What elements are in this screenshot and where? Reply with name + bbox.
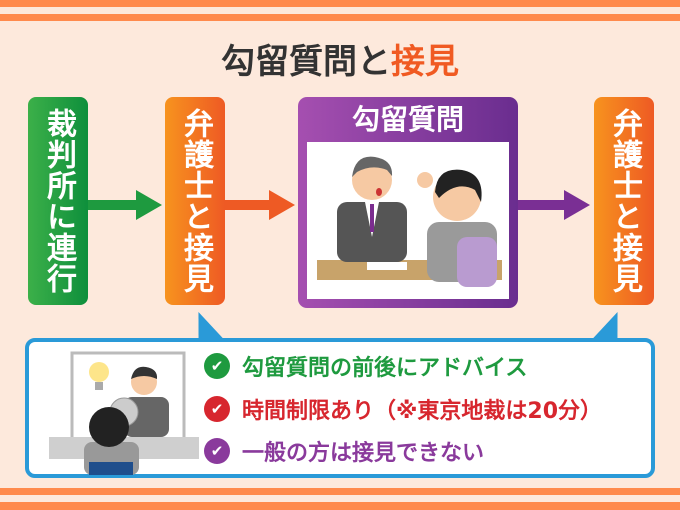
note-item-advice: ✔ 勾留質問の前後にアドバイス xyxy=(204,350,527,382)
detention-hearing-panel: 勾留質問 xyxy=(298,97,518,308)
note-text: 時間制限あり（※東京地裁は20分） xyxy=(242,399,603,424)
bottom-stripe xyxy=(0,502,680,510)
notes-box: ✔ 勾留質問の前後にアドバイス ✔ 時間制限あり（※東京地裁は20分） ✔ 一般… xyxy=(25,338,655,478)
callout-pointer xyxy=(185,312,225,340)
arrow-right-icon xyxy=(225,190,297,220)
check-icon: ✔ xyxy=(204,353,230,379)
check-icon: ✔ xyxy=(204,438,230,464)
top-stripe xyxy=(0,14,680,21)
page-title: 勾留質問と接見 xyxy=(0,34,680,83)
note-text: 一般の方は接見できない xyxy=(242,441,485,466)
panel-title: 勾留質問 xyxy=(351,103,464,136)
top-stripe xyxy=(0,0,680,7)
video-visit-illustration xyxy=(44,347,204,475)
step-lawyer-visit-1: 弁護士と接見 xyxy=(165,97,225,305)
note-item-public: ✔ 一般の方は接見できない xyxy=(204,435,484,467)
step-lawyer-visit-2: 弁護士と接見 xyxy=(594,97,654,305)
note-text: 勾留質問の前後にアドバイス xyxy=(242,356,528,381)
title-highlight: 接見 xyxy=(391,42,459,82)
hearing-illustration xyxy=(307,142,509,299)
note-item-time-limit: ✔ 時間制限あり（※東京地裁は20分） xyxy=(204,393,602,425)
bottom-stripe xyxy=(0,488,680,495)
arrow-right-icon xyxy=(88,190,163,220)
title-main: 勾留質問と xyxy=(221,42,391,82)
check-icon: ✔ xyxy=(204,396,230,422)
step-court: 裁判所に連行 xyxy=(28,97,88,305)
arrow-right-icon xyxy=(518,190,593,220)
callout-pointer xyxy=(591,312,631,340)
